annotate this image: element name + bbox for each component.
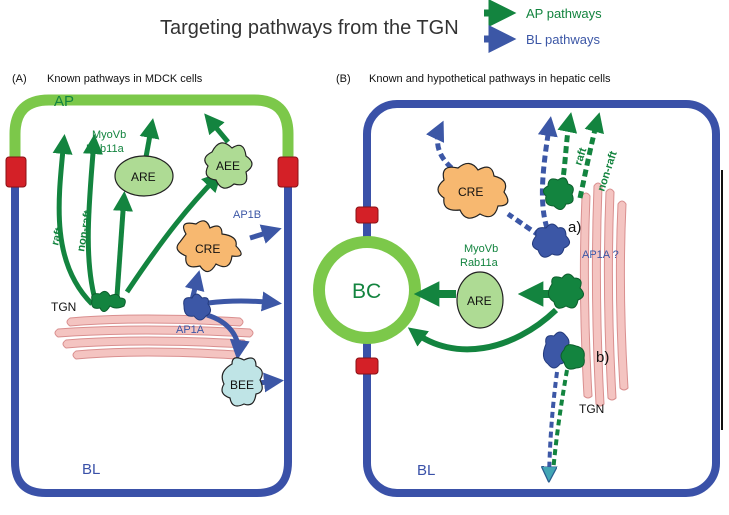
panel-b-cre-compartment bbox=[437, 162, 509, 219]
panel-b-raft-label: raft bbox=[572, 146, 589, 167]
panel-b-a-label: a) bbox=[568, 219, 581, 236]
panel-b-letter: (B) bbox=[336, 73, 351, 85]
panel-a-raft-label: raft bbox=[49, 226, 65, 247]
panel-b-tgn-to-bl-dashed-blue bbox=[549, 371, 559, 476]
panel-b-tight-junction-bottom bbox=[355, 357, 379, 375]
panel-b-tight-junction-top bbox=[355, 206, 379, 224]
panel-a-are-label: ARE bbox=[131, 170, 156, 184]
panel-a-are-to-ap-arrow bbox=[139, 118, 160, 158]
panel-b-tgn-to-cre-dashed-arrow bbox=[506, 211, 542, 239]
panel-b-rab11a-label: Rab11a bbox=[460, 257, 499, 269]
panel-a-cre-label: CRE bbox=[195, 242, 220, 256]
panel-b-are-compartment bbox=[456, 271, 504, 329]
panel-b-golgi-stack bbox=[579, 182, 629, 407]
panel-b-ap1a-label: AP1A ? bbox=[582, 249, 619, 261]
legend-ap-label: AP pathways bbox=[526, 6, 602, 21]
panel-a-apical-membrane bbox=[9, 94, 294, 176]
panel-a-cre-to-bl-arrow bbox=[249, 224, 282, 244]
panel-a-ap-label: AP bbox=[54, 93, 74, 110]
panel-a-golgi-stack bbox=[54, 314, 254, 360]
panel-b-a-blue-dashed-up bbox=[537, 116, 558, 229]
panel-b-tgn-to-bl-dashed-green bbox=[551, 369, 569, 473]
panel-b-cre-dashed-arrow bbox=[425, 120, 472, 183]
panel-a-tgn-to-are-arrow bbox=[113, 191, 133, 297]
panel-a-are-compartment bbox=[114, 155, 174, 197]
legend-bl-label: BL pathways bbox=[526, 32, 600, 47]
panel-a-ap1b-label: AP1B bbox=[233, 209, 261, 221]
panel-a-tight-junction-left bbox=[5, 156, 27, 188]
panel-a-rab11a-label: Rab11a bbox=[86, 143, 125, 155]
panel-a-tgn-to-bee-arrow bbox=[206, 312, 250, 360]
panel-a-nonraft-label: non-raft bbox=[75, 209, 94, 252]
panel-b-tgn-green-top bbox=[542, 177, 574, 210]
legend: AP pathways BL pathways bbox=[484, 0, 602, 53]
panel-a-ap1a-label: AP1A bbox=[176, 324, 205, 336]
panel-a-bee-compartment bbox=[221, 357, 263, 407]
panel-a-aee-label: AEE bbox=[216, 159, 240, 173]
panel-b: (B) Known and hypothetical pathways in h… bbox=[313, 73, 723, 497]
figure-title: Targeting pathways from the TGN bbox=[160, 17, 459, 39]
panel-b-tgn-label: TGN bbox=[579, 402, 604, 416]
panel-b-myovb-label: MyoVb bbox=[464, 243, 498, 255]
panel-a-bl-label: BL bbox=[82, 461, 100, 478]
panel-a: (A) Known pathways in MDCK cells AP BL bbox=[5, 73, 299, 497]
panel-b-raft-dashed-arrow bbox=[557, 112, 578, 187]
panel-a-tgn-label: TGN bbox=[51, 300, 76, 314]
panel-b-cre-label: CRE bbox=[458, 185, 483, 199]
panel-a-bee-label: BEE bbox=[230, 378, 254, 392]
panel-b-nonraft-label: non-raft bbox=[595, 149, 619, 193]
panel-a-tgn-green bbox=[91, 290, 126, 312]
panel-b-b-label: b) bbox=[596, 349, 609, 366]
panel-b-tgn-green-b bbox=[560, 344, 585, 370]
panel-b-caption: Known and hypothetical pathways in hepat… bbox=[369, 73, 611, 85]
panel-b-tgn-green-middle bbox=[548, 273, 584, 309]
panel-a-myovb-label: MyoVb bbox=[92, 129, 126, 141]
panel-a-basolateral-membrane bbox=[11, 160, 292, 497]
panel-b-bc-label: BC bbox=[352, 280, 381, 303]
panel-a-aee-compartment bbox=[204, 142, 253, 189]
panel-a-tgn-blue bbox=[183, 293, 212, 321]
panel-b-are-label: ARE bbox=[467, 294, 492, 308]
panel-a-tgn-to-bl-arrow bbox=[207, 291, 282, 312]
panel-a-nonraft-arrow bbox=[83, 134, 103, 307]
panel-a-letter: (A) bbox=[12, 73, 27, 85]
panel-a-aee-to-ap-arrow bbox=[204, 113, 230, 144]
panel-a-caption: Known pathways in MDCK cells bbox=[47, 73, 203, 85]
panel-a-cre-compartment bbox=[176, 220, 242, 273]
panel-a-tight-junction-right bbox=[277, 156, 299, 188]
panel-a-tgn-to-aee-arrow bbox=[124, 171, 223, 294]
panel-a-raft-arrow bbox=[52, 134, 94, 306]
panel-b-tgn-to-bc-curved-arrow bbox=[407, 307, 559, 353]
panel-b-tgn-blue-a bbox=[532, 223, 570, 258]
panel-b-bl-label: BL bbox=[417, 462, 435, 479]
